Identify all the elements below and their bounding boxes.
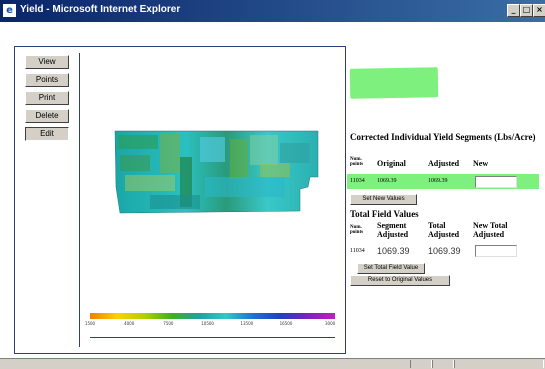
delete-button[interactable]: Delete <box>25 109 69 123</box>
browser-content: View Points Print Delete Edit <box>0 22 545 358</box>
points-button[interactable]: Points <box>25 73 69 87</box>
color-scale-bar <box>90 313 335 319</box>
corrected-segments-title: Corrected Individual Yield Segments (Lbs… <box>350 132 536 142</box>
scale-tick: 7500 <box>163 321 174 326</box>
adjusted-value: 1069.39 <box>428 178 448 184</box>
color-scale-ticks: 1500 4000 7500 10500 13500 16500 3000 <box>85 321 336 329</box>
scale-tick: 16500 <box>279 321 293 326</box>
scale-tick: 13500 <box>240 321 254 326</box>
close-icon[interactable]: × <box>533 4 545 17</box>
new-header: New <box>473 159 489 168</box>
scale-tick: 10500 <box>201 321 214 326</box>
new-total-input[interactable] <box>475 245 517 257</box>
yield-values-panel: Corrected Individual Yield Segments (Lbs… <box>347 22 542 358</box>
print-button[interactable]: Print <box>25 91 69 105</box>
status-zone <box>454 360 544 368</box>
selected-color-swatch <box>349 67 439 99</box>
minimize-icon[interactable]: _ <box>507 4 520 17</box>
segment-adjusted-header: Segment Adjusted <box>377 221 409 239</box>
total-field-values-title: Total Field Values <box>350 209 419 219</box>
original-value: 1069.39 <box>377 178 397 184</box>
original-header: Original <box>377 159 406 168</box>
scale-tick: 4000 <box>124 321 135 326</box>
total-adjusted-value: 1069.39 <box>428 246 461 256</box>
yield-map[interactable] <box>110 127 320 217</box>
view-button[interactable]: View <box>25 55 69 69</box>
table-row: 11034 1069.39 1069.39 <box>347 174 539 189</box>
adjusted-header: Adjusted <box>428 159 460 168</box>
window-title: Yield - Microsoft Internet Explorer <box>20 4 181 15</box>
window-titlebar: e Yield - Microsoft Internet Explorer _ … <box>0 0 545 22</box>
scale-tick: 3000 <box>325 321 336 326</box>
maximize-icon[interactable]: □ <box>520 4 533 17</box>
set-total-field-value-button[interactable]: Set Total Field Value <box>357 263 425 274</box>
status-bar <box>0 358 545 369</box>
table-row: 11034 1069.39 1069.39 <box>347 245 539 259</box>
num-points-header: Num. points <box>350 157 364 167</box>
status-segment <box>432 360 454 368</box>
new-value-input[interactable] <box>475 176 517 188</box>
num-points-value: 11034 <box>350 248 365 254</box>
bottom-divider <box>90 337 335 338</box>
new-total-adjusted-header: New Total Adjusted <box>473 221 508 239</box>
num-points-value: 11034 <box>350 178 365 184</box>
map-panel: View Points Print Delete Edit <box>14 46 346 354</box>
status-segment <box>410 360 432 368</box>
scale-tick: 1500 <box>84 321 96 326</box>
vertical-divider <box>79 53 80 347</box>
num-points-header: Num. points <box>350 225 364 235</box>
segment-adjusted-value: 1069.39 <box>377 246 410 256</box>
set-new-values-button[interactable]: Set New Values <box>350 194 417 205</box>
total-adjusted-header: Total Adjusted <box>428 221 460 239</box>
ie-icon: e <box>3 4 16 17</box>
reset-original-values-button[interactable]: Reset to Original Values <box>350 275 450 286</box>
edit-button[interactable]: Edit <box>25 127 69 141</box>
